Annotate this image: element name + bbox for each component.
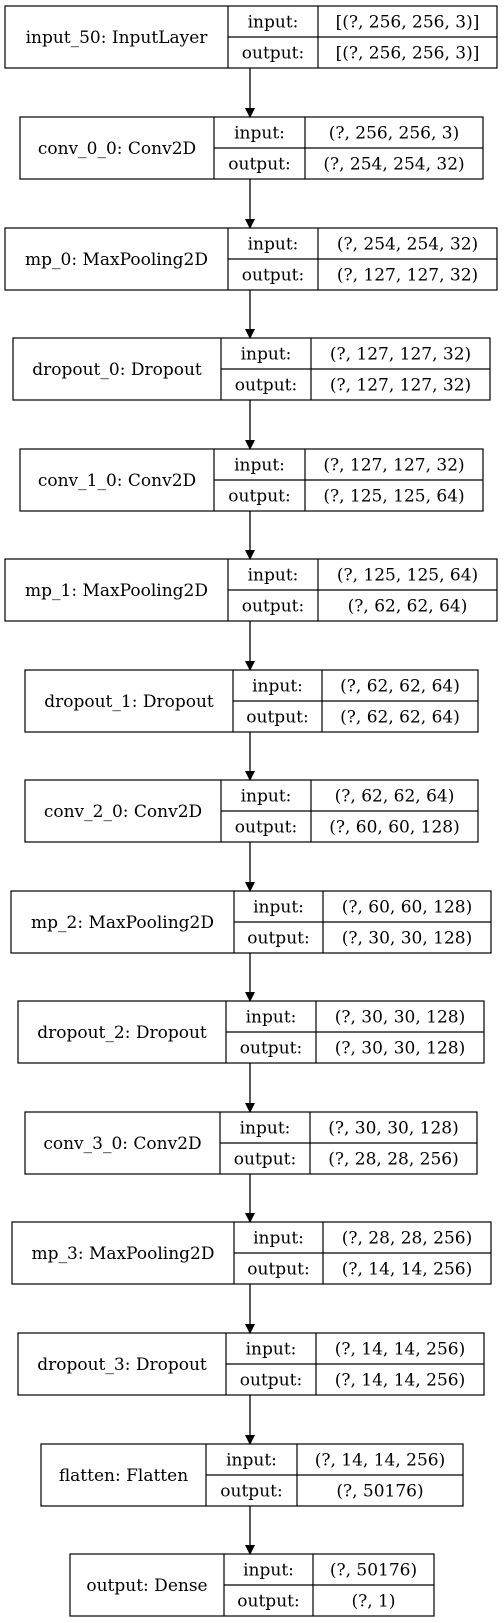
output-shape: (?, 14, 14, 256): [342, 1260, 473, 1280]
output-shape: (?, 28, 28, 256): [328, 1150, 459, 1170]
layer-name: dropout_1: Dropout: [44, 692, 214, 712]
input-shape: (?, 50176): [330, 1561, 417, 1581]
layer-node: mp_2: MaxPooling2D input: output: (?, 60, 6…: [10, 890, 492, 954]
layer-name: mp_1: MaxPooling2D: [25, 581, 208, 601]
input-label: input:: [253, 1229, 304, 1249]
output-label: output:: [247, 1260, 309, 1280]
input-shape: (?, 127, 127, 32): [330, 345, 471, 365]
output-shape: (?, 30, 30, 128): [342, 929, 473, 949]
input-shape: (?, 28, 28, 256): [342, 1229, 473, 1249]
output-label: output:: [246, 708, 308, 728]
layer-name: mp_2: MaxPooling2D: [31, 913, 214, 933]
input-label: input:: [240, 1119, 291, 1139]
output-shape: (?, 125, 125, 64): [323, 487, 464, 507]
input-shape: (?, 256, 256, 3): [329, 124, 460, 144]
output-shape: (?, 1): [351, 1592, 395, 1612]
input-label: input:: [246, 1008, 297, 1028]
input-shape: (?, 62, 62, 64): [335, 787, 455, 807]
input-label: input:: [253, 898, 304, 918]
input-shape: [(?, 256, 256, 3)]: [336, 13, 480, 33]
input-label: input:: [241, 787, 292, 807]
input-shape: (?, 62, 62, 64): [340, 677, 460, 697]
layer-node: dropout_0: Dropout input: output: (?, 127, …: [12, 337, 491, 401]
output-label: output:: [235, 376, 297, 396]
output-label: output:: [240, 1039, 302, 1059]
output-label: output:: [242, 266, 304, 286]
layer-node: input_50: InputLayer input: output: [(?, 25…: [4, 5, 498, 69]
layer-node: dropout_2: Dropout input: output: (?, 30, 3…: [17, 1000, 485, 1064]
output-shape: (?, 62, 62, 64): [340, 708, 460, 728]
layer-node: mp_3: MaxPooling2D input: output: (?, 28, 2…: [11, 1221, 492, 1285]
layer-node: output: Dense input: output: (?, 50176) (?, …: [69, 1553, 435, 1617]
output-label: output:: [228, 155, 290, 175]
output-shape: (?, 127, 127, 32): [337, 266, 478, 286]
layer-name: input_50: InputLayer: [26, 28, 209, 48]
output-shape: (?, 14, 14, 256): [335, 1371, 466, 1391]
input-label: input:: [246, 1340, 297, 1360]
layer-name: output: Dense: [86, 1576, 207, 1596]
output-label: output:: [247, 929, 309, 949]
input-shape: (?, 125, 125, 64): [337, 566, 478, 586]
layer-node: conv_0_0: Conv2D input: output: (?, 256, 25…: [19, 116, 484, 180]
output-label: output:: [235, 818, 297, 838]
input-shape: (?, 30, 30, 128): [335, 1008, 466, 1028]
layer-name: conv_1_0: Conv2D: [38, 471, 196, 491]
input-label: input:: [248, 235, 299, 255]
input-shape: (?, 254, 254, 32): [337, 235, 478, 255]
layer-node: conv_1_0: Conv2D input: output: (?, 127, 12…: [19, 448, 484, 512]
layer-node: conv_3_0: Conv2D input: output: (?, 30, 30,…: [24, 1111, 478, 1175]
input-shape: (?, 127, 127, 32): [323, 456, 464, 476]
layer-name: conv_2_0: Conv2D: [44, 802, 202, 822]
input-shape: (?, 60, 60, 128): [342, 898, 473, 918]
input-label: input:: [248, 13, 299, 33]
output-shape: (?, 127, 127, 32): [330, 376, 471, 396]
layer-node: mp_0: MaxPooling2D input: output: (?, 254, …: [4, 227, 498, 291]
output-label: output:: [234, 1150, 296, 1170]
layer-node: dropout_3: Dropout input: output: (?, 14, 1…: [17, 1332, 485, 1396]
input-label: input:: [243, 1561, 294, 1581]
input-shape: (?, 30, 30, 128): [328, 1119, 459, 1139]
output-shape: (?, 254, 254, 32): [323, 155, 464, 175]
output-label: output:: [220, 1482, 282, 1502]
layer-name: conv_3_0: Conv2D: [43, 1134, 201, 1154]
layer-name: mp_3: MaxPooling2D: [32, 1244, 215, 1264]
layer-node: dropout_1: Dropout input: output: (?, 62, 6…: [24, 669, 479, 733]
input-label: input:: [252, 677, 303, 697]
output-label: output:: [242, 597, 304, 617]
output-shape: (?, 50176): [336, 1482, 423, 1502]
layer-node: flatten: Flatten input: output: (?, 14, 14,…: [40, 1443, 464, 1507]
layer-name: flatten: Flatten: [59, 1466, 188, 1486]
layer-name: mp_0: MaxPooling2D: [25, 250, 208, 270]
input-label: input:: [241, 345, 292, 365]
output-label: output:: [228, 487, 290, 507]
input-shape: (?, 14, 14, 256): [315, 1451, 446, 1471]
layer-node: conv_2_0: Conv2D input: output: (?, 62, 62,…: [24, 779, 479, 843]
output-shape: (?, 62, 62, 64): [348, 597, 468, 617]
input-label: input:: [226, 1451, 277, 1471]
layer-name: dropout_3: Dropout: [37, 1355, 207, 1375]
layer-name: dropout_2: Dropout: [37, 1023, 207, 1043]
input-label: input:: [248, 566, 299, 586]
layer-name: dropout_0: Dropout: [32, 360, 202, 380]
output-label: output:: [242, 44, 304, 64]
output-shape: (?, 60, 60, 128): [329, 818, 460, 838]
layer-node: mp_1: MaxPooling2D input: output: (?, 125, …: [4, 558, 498, 622]
layer-name: conv_0_0: Conv2D: [38, 139, 196, 159]
input-label: input:: [234, 124, 285, 144]
input-shape: (?, 14, 14, 256): [335, 1340, 466, 1360]
output-label: output:: [240, 1371, 302, 1391]
output-shape: [(?, 256, 256, 3)]: [336, 44, 480, 64]
output-label: output:: [237, 1592, 299, 1612]
output-shape: (?, 30, 30, 128): [335, 1039, 466, 1059]
input-label: input:: [234, 456, 285, 476]
